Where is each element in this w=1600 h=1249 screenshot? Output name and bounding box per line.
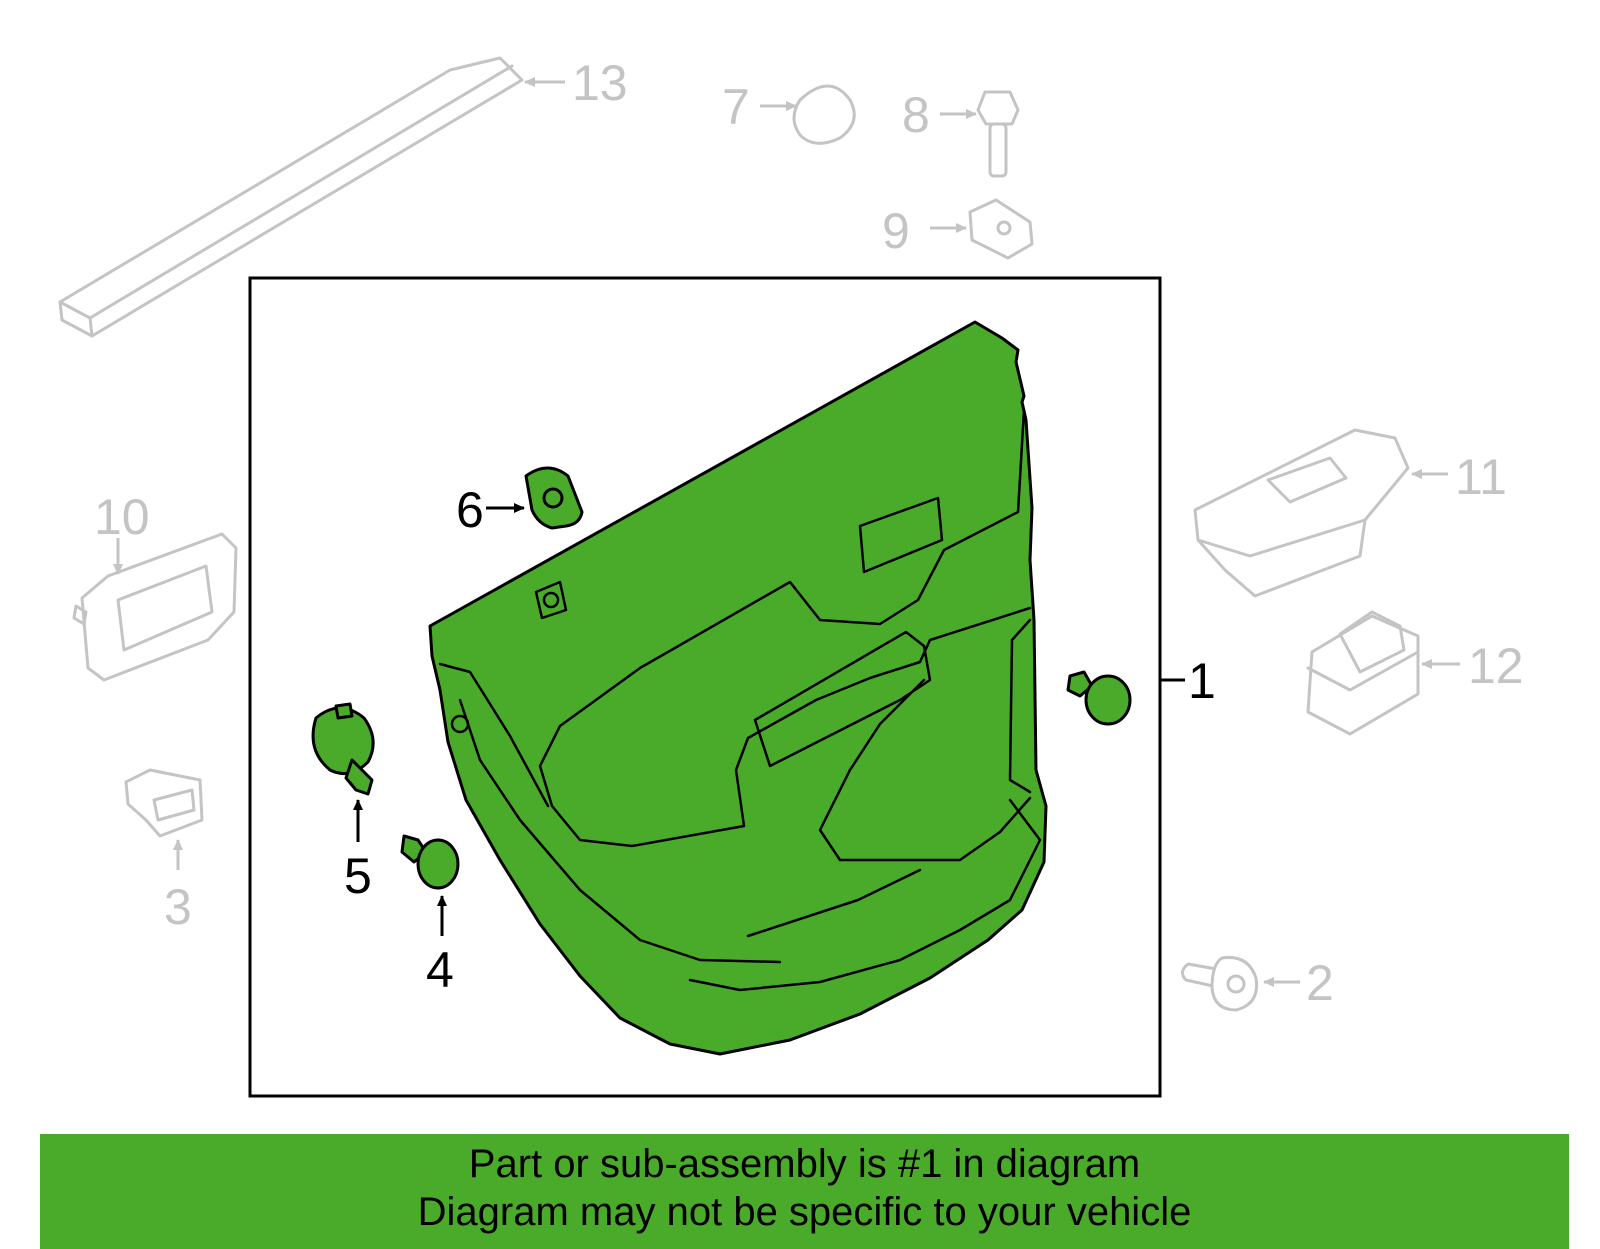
part-1-push-pin-right: [1066, 670, 1132, 726]
part-4-push-pin: [400, 834, 460, 936]
part-8-bolt: [940, 90, 1020, 178]
callout-1: 1: [1188, 653, 1216, 709]
part-11-switch-bezel: [1193, 428, 1448, 598]
callout-4: 4: [426, 942, 454, 998]
part-12-switch: [1306, 610, 1460, 736]
part-5-hook-clip: [311, 702, 375, 842]
assembly-frame: [248, 276, 1162, 1098]
callout-11: 11: [1455, 449, 1507, 505]
callout-8: 8: [902, 87, 930, 143]
part-1-door-trim-panel: [428, 320, 1048, 1056]
callout-3: 3: [164, 879, 192, 935]
part-13-weatherstrip: [58, 56, 565, 338]
banner-line-2: Diagram may not be specific to your vehi…: [417, 1190, 1192, 1234]
part-7-cap: [760, 84, 856, 145]
part-3-clip: [124, 768, 204, 870]
part-6-clip: [486, 466, 584, 530]
callout-6: 6: [456, 482, 484, 538]
banner-line-1: Part or sub-assembly is #1 in diagram: [468, 1142, 1141, 1186]
callout-12: 12: [1468, 638, 1524, 694]
callout-5: 5: [344, 848, 372, 904]
part-10-inner-handle: [72, 532, 238, 682]
callout-2: 2: [1306, 955, 1334, 1011]
callout-9: 9: [882, 203, 910, 259]
info-banner: Part or sub-assembly is #1 in diagram Di…: [40, 1134, 1569, 1249]
callout-7: 7: [722, 79, 750, 135]
part-9-nut-clip: [930, 198, 1034, 260]
part-2-screw: [1181, 955, 1300, 1012]
callout-10: 10: [94, 489, 150, 545]
callout-13: 13: [572, 55, 628, 111]
